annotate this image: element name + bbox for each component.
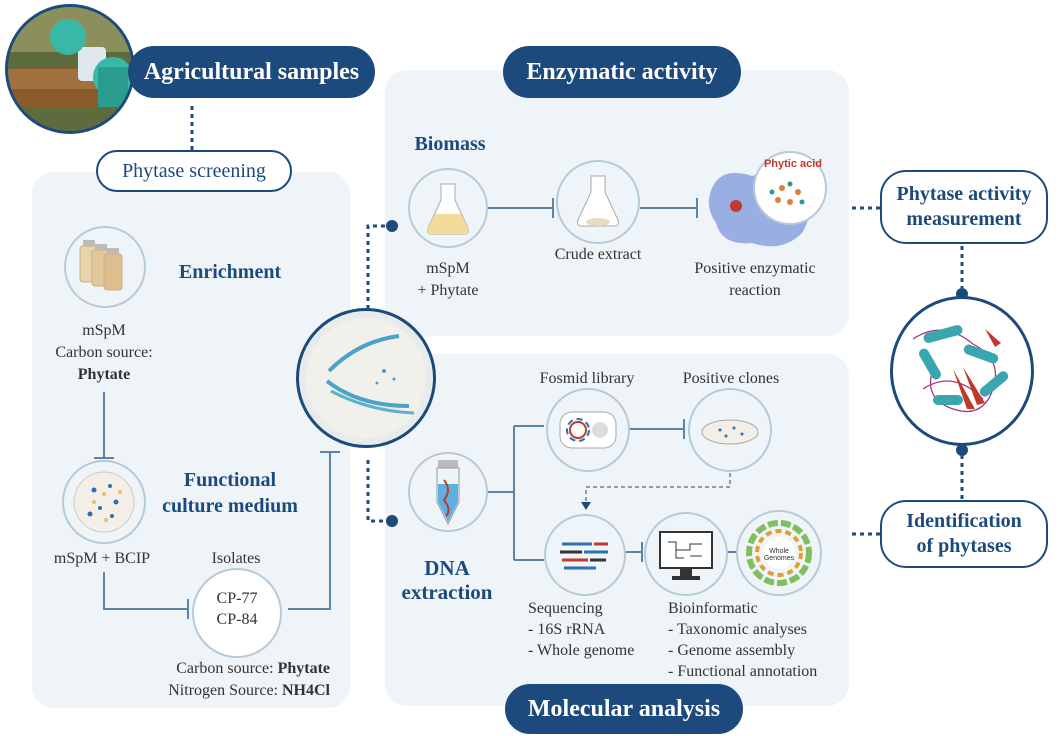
positive-reaction-line-2: reaction: [729, 282, 781, 299]
bioinformatic-icon: [644, 512, 728, 596]
measurement-line-1: Phytase activity: [896, 183, 1032, 205]
bioinformatic-item-assembly: - Genome assembly: [668, 642, 796, 659]
identification-line-2: of phytases: [916, 535, 1012, 557]
isolates-label: Isolates: [211, 550, 261, 567]
isolate-cp77: CP-77: [216, 590, 258, 607]
positive-reaction-line-1: Positive enzymatic: [694, 260, 816, 277]
molecular-analysis-pill: Molecular analysis: [505, 684, 743, 734]
functional-carbon-label: Carbon source:: [176, 660, 278, 677]
functional-nitrogen-label: Nitrogen Source:: [168, 682, 282, 699]
petri-dish-image: [296, 308, 436, 448]
functional-title-line-2: culture medium: [162, 495, 298, 517]
whole-genomes-label: Whole Genomes: [763, 548, 795, 562]
fosmid-library-label: Fosmid library: [539, 370, 635, 387]
enzymatic-reaction-image: [702, 148, 828, 258]
whole-genomes-icon: [736, 510, 822, 596]
measurement-line-2: measurement: [906, 208, 1022, 230]
isolate-cp84: CP-84: [216, 611, 258, 628]
agricultural-samples-pill: Agricultural samples: [128, 46, 375, 98]
enrichment-bottles-icon: [64, 226, 146, 308]
dna-extraction-line-1: DNA: [424, 556, 470, 580]
biomass-medium-line-2: + Phytate: [417, 282, 479, 299]
functional-medium: mSpM + BCIP: [53, 550, 151, 567]
identification-pill: Identification of phytases: [880, 500, 1048, 568]
bioinformatic-title: Bioinformatic: [668, 600, 758, 617]
positive-clones-label: Positive clones: [682, 370, 780, 387]
enrichment-medium: mSpM: [82, 322, 126, 339]
enrichment-title: Enrichment: [178, 261, 282, 283]
fosmid-library-icon: [546, 388, 630, 472]
functional-carbon-source: Carbon source: Phytate: [120, 658, 330, 679]
biomass-medium-line-1: mSpM: [426, 260, 470, 277]
identification-line-1: Identification: [906, 510, 1022, 532]
biomass-title: Biomass: [414, 133, 486, 155]
functional-title-line-1: Functional: [183, 469, 277, 491]
isolates-circle: [192, 568, 282, 658]
enrichment-carbon-value: Phytate: [77, 366, 131, 383]
crude-extract-flask-icon: [556, 160, 640, 244]
functional-nitrogen-source: Nitrogen Source: NH4Cl: [120, 680, 330, 701]
functional-nitrogen-value: NH4Cl: [282, 682, 330, 699]
sequencing-icon: [544, 514, 626, 596]
biomass-flask-icon: [408, 168, 488, 248]
bioinformatic-item-annotation: - Functional annotation: [668, 663, 818, 680]
agricultural-sample-photo: [5, 4, 135, 134]
dna-extraction-line-2: extraction: [401, 580, 493, 604]
enrichment-carbon-label: Carbon source:: [55, 344, 153, 361]
positive-clones-icon: [688, 388, 772, 472]
functional-medium-plate-icon: [62, 460, 146, 544]
sequencing-item-16s: - 16S rRNA: [528, 621, 606, 638]
phytase-activity-measurement-pill: Phytase activity measurement: [880, 170, 1048, 244]
dna-tube-icon: [408, 452, 488, 532]
phytase-screening-pill: Phytase screening: [96, 150, 292, 192]
phytic-acid-label: Phytic acid: [763, 158, 823, 170]
bioinformatic-item-taxonomic: - Taxonomic analyses: [668, 621, 807, 638]
crude-extract-label: Crude extract: [554, 246, 642, 263]
functional-carbon-value: Phytate: [277, 660, 330, 677]
sequencing-title: Sequencing: [528, 600, 603, 617]
sequencing-item-genome: - Whole genome: [528, 642, 635, 659]
enzymatic-activity-pill: Enzymatic activity: [503, 46, 741, 98]
protein-structure-image: [890, 296, 1034, 446]
